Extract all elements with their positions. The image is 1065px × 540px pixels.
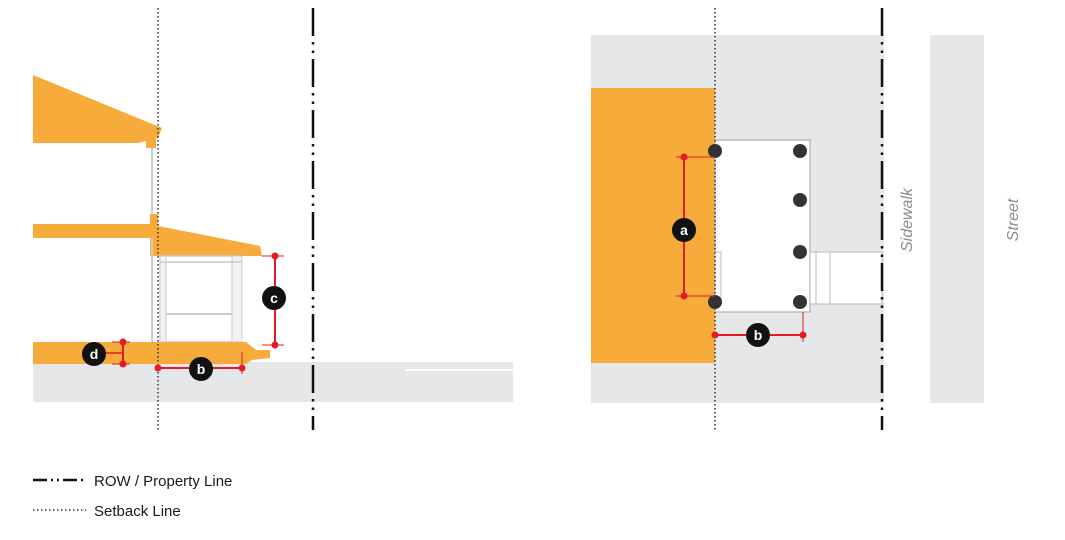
- section-dimension-b-end-right: [238, 364, 246, 372]
- legend-setback-line-label: Setback Line: [94, 503, 181, 520]
- section-view: c d b: [33, 8, 513, 430]
- dimension-d-end-bottom: [119, 360, 127, 368]
- plan-street: [930, 35, 984, 403]
- section-dimension-b-end-left: [154, 364, 162, 372]
- sidewalk-label: Sidewalk: [899, 187, 916, 252]
- porch-column-right: [231, 255, 243, 343]
- badge-c-label: c: [270, 290, 278, 306]
- plan-badge-b: [746, 323, 770, 347]
- section-badge-b: [189, 357, 213, 381]
- plan-dimension-b-end-left: [711, 331, 719, 339]
- legend-property-line-label: ROW / Property Line: [94, 473, 232, 490]
- plan-badge-b-label: b: [754, 327, 763, 343]
- dimension-c: c: [262, 252, 286, 349]
- porch-frame: [159, 255, 237, 343]
- porch-column-left: [159, 255, 167, 343]
- dimension-d-end-top: [119, 338, 127, 346]
- section-badge-b-label: b: [197, 361, 206, 377]
- plan-view: a b Sidewalk Street: [591, 8, 1022, 430]
- plan-house: [591, 88, 715, 363]
- upper-wall-trim: [146, 138, 156, 148]
- second-floor-band: [33, 224, 158, 238]
- section-dimension-b: b: [154, 352, 246, 381]
- plan-walkway: [809, 251, 883, 305]
- badge-c: [262, 286, 286, 310]
- badge-a-label: a: [680, 222, 688, 238]
- porch-column: [793, 144, 807, 158]
- dimension-c-end-bottom: [271, 341, 279, 349]
- porch-column: [793, 295, 807, 309]
- plan-porch-step: [714, 251, 722, 301]
- upper-roof: [33, 75, 162, 143]
- badge-d: [82, 342, 106, 366]
- badge-d-label: d: [90, 346, 99, 362]
- porch-column: [708, 295, 722, 309]
- porch-column: [793, 245, 807, 259]
- dimension-a: a: [672, 153, 715, 300]
- plan-dimension-b-end-right: [799, 331, 807, 339]
- dimension-a-end-top: [680, 153, 688, 161]
- legend: ROW / Property Line Setback Line: [33, 473, 232, 520]
- dimension-a-end-bottom: [680, 292, 688, 300]
- porch-column: [793, 193, 807, 207]
- street-label: Street: [1005, 198, 1022, 241]
- porch-roof: [150, 214, 262, 256]
- plan-dimension-b: b: [711, 312, 807, 347]
- dimension-d: d: [82, 338, 130, 368]
- badge-a: [672, 218, 696, 242]
- plan-porch: [714, 139, 811, 313]
- porch-column: [708, 144, 722, 158]
- dimension-c-end-top: [271, 252, 279, 260]
- porch-floor: [33, 342, 270, 364]
